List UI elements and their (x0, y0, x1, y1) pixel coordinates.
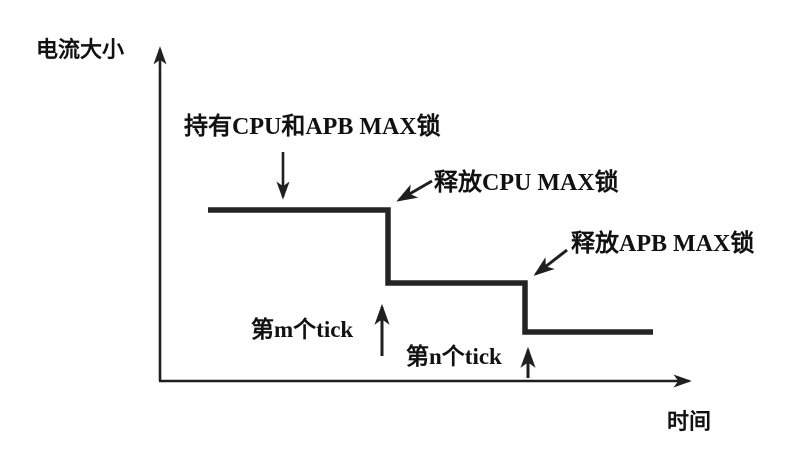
hold-lock-label: 持有CPU和APB MAX锁 (184, 114, 441, 140)
release-apb-label: 释放APB MAX锁 (571, 231, 755, 257)
tick-n-label: 第n个tick (406, 344, 502, 369)
current-step-line (208, 207, 653, 335)
release-cpu-arrow (396, 179, 433, 202)
release-cpu-label: 释放CPU MAX锁 (434, 170, 619, 196)
y-axis-label: 电流大小 (36, 37, 125, 62)
release-apb-arrow (533, 248, 568, 276)
x-axis-label: 时间 (667, 409, 712, 434)
tick-m-label: 第m个tick (251, 317, 354, 342)
